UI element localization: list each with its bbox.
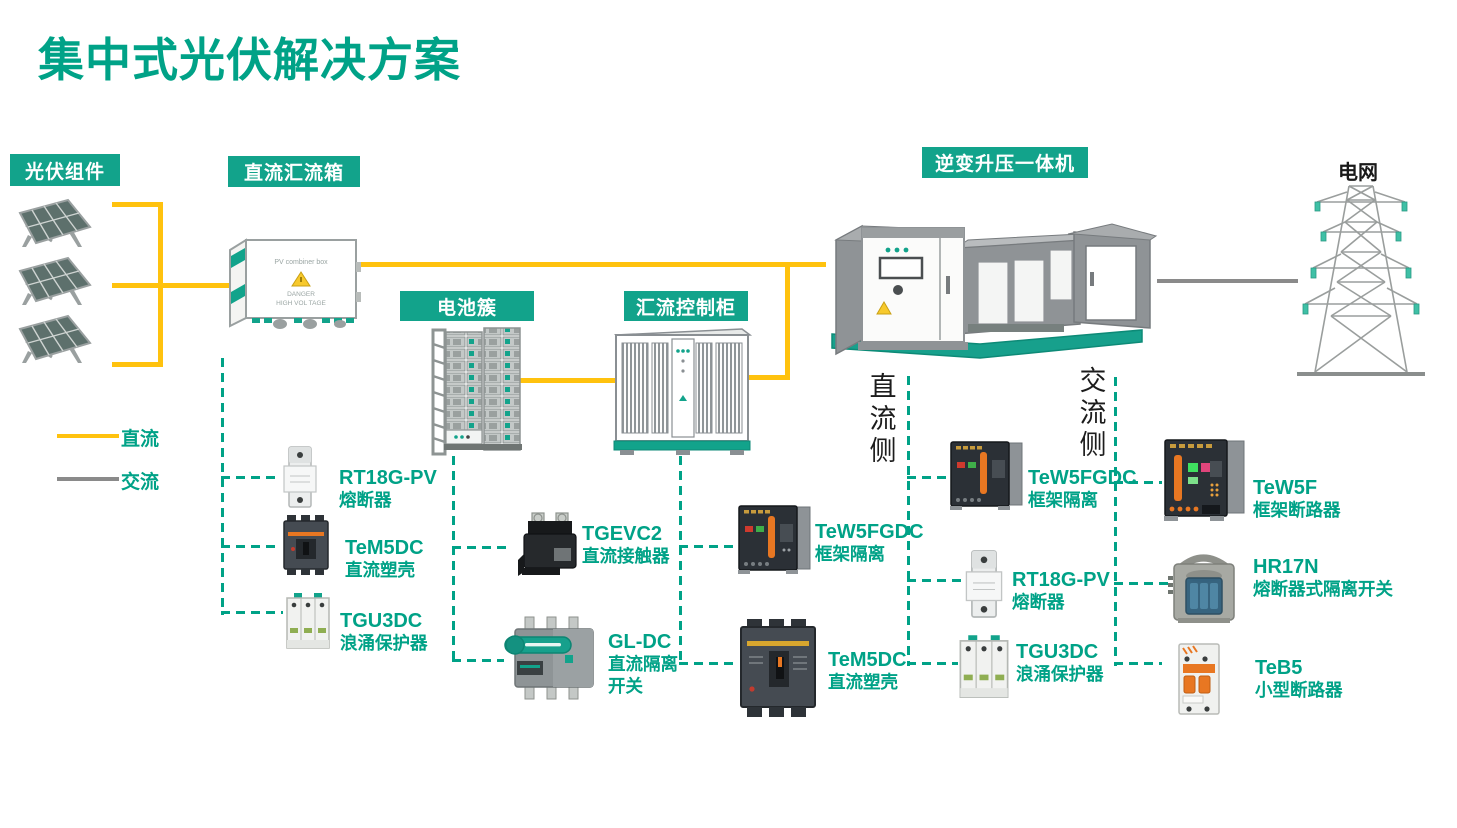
stage-chip-dc-combiner: 直流汇流箱 (228, 156, 360, 187)
stage-label-grid: 电网 (1338, 162, 1378, 184)
connector-colA-vertical (221, 358, 224, 615)
connector-colB-stub2 (452, 659, 504, 662)
stage-chip-control-cabinet: 汇流控制柜 (624, 291, 748, 321)
dc-line-panel3 (112, 362, 163, 367)
dc-line-cabinet-out (748, 375, 790, 380)
legend-ac-label: 交流 (121, 472, 160, 493)
component-label: TGU3DC 浪涌保护器 (340, 610, 428, 654)
connector-colB-stub1 (452, 546, 508, 549)
legend-dc-line (57, 434, 119, 438)
dc-line-panel1 (112, 202, 163, 207)
dc-line-battery-to-cabinet (518, 378, 618, 383)
connector-colD-stub2 (907, 579, 962, 582)
component-label: RT18G-PV 熔断器 (339, 467, 437, 511)
legend-ac-line (57, 477, 119, 481)
connector-colD-stub3 (907, 662, 958, 665)
dc-bus-vertical (158, 202, 163, 367)
control-cabinet-illustration (613, 328, 753, 455)
component-label: TGEVC2 直流接触器 (582, 523, 670, 567)
connector-colA-stub1 (221, 476, 279, 479)
stage-chip-pv-modules: 光伏组件 (10, 154, 120, 186)
connector-colA-stub3 (221, 611, 283, 614)
fuse-rt18g-illustration (965, 550, 1003, 618)
page-title: 集中式光伏解决方案 (38, 34, 461, 86)
fuse-rt18g-illustration (283, 446, 317, 508)
connector-colA-stub2 (221, 545, 279, 548)
component-label: TGU3DC 浪涌保护器 (1016, 641, 1104, 685)
solar-panel-illustration (18, 256, 92, 305)
dc-side-label: 直流侧 (869, 372, 897, 467)
mcb-teb5-illustration (1178, 643, 1220, 715)
pv-combiner-box-illustration: PV combiner box DANGER HIGH VOL TAGE (229, 238, 361, 329)
stage-chip-battery-cluster: 电池簇 (400, 291, 534, 321)
inverter-booster-illustration (831, 223, 1158, 359)
connector-colC-vertical (679, 456, 682, 665)
component-label: GL-DC 直流隔离开关 (608, 631, 678, 696)
component-label: TeM5DC 直流塑壳 (828, 649, 907, 693)
connector-colC-stub1 (679, 545, 737, 548)
component-label: TeW5FGDC 框架隔离 (815, 521, 924, 565)
component-label: RT18G-PV 熔断器 (1012, 569, 1110, 613)
connector-colE-stub3 (1114, 662, 1162, 665)
contactor-tgevc2-illustration (518, 512, 577, 576)
acb-tew5f-illustration (1164, 439, 1245, 521)
acb-tew5fgdc-illustration (738, 505, 811, 574)
connector-colD-vertical (907, 376, 910, 666)
component-label: TeM5DC 直流塑壳 (345, 537, 424, 581)
solar-panel-illustration (18, 198, 92, 247)
connector-colE-stub1 (1114, 481, 1162, 484)
battery-cluster-illustration (431, 327, 522, 456)
dc-line-panel2 (112, 283, 230, 288)
acb-tew5fgdc-illustration (950, 441, 1023, 510)
mccb-tem5dc-illustration (283, 515, 329, 575)
solar-panel-illustration (18, 314, 92, 363)
dc-line-riser (785, 262, 790, 380)
component-label: TeW5F 框架断路器 (1253, 477, 1341, 521)
connector-colE-stub2 (1114, 582, 1172, 585)
dc-line-combiner-to-inverter (348, 262, 826, 267)
fuse-switch-hr17n-illustration (1168, 554, 1235, 623)
svg-text:PV combiner box: PV combiner box (274, 259, 328, 266)
component-label: TeB5 小型断路器 (1255, 657, 1343, 701)
transmission-tower-illustration (1297, 185, 1425, 376)
ac-side-label: 交流侧 (1079, 366, 1107, 461)
svg-text:HIGH VOL TAGE: HIGH VOL TAGE (276, 300, 326, 307)
svg-text:DANGER: DANGER (287, 291, 315, 298)
component-label: TeW5FGDC 框架隔离 (1028, 467, 1137, 511)
isolator-gldc-illustration (504, 616, 594, 700)
connector-colE-vertical (1114, 377, 1117, 666)
spd-tgu3dc-illustration (286, 593, 330, 649)
stage-chip-inverter-unit: 逆变升压一体机 (922, 147, 1088, 178)
connector-colB-vertical (452, 456, 455, 662)
ac-line-inverter-to-grid (1157, 279, 1298, 283)
mccb-tem5dc-illustration (740, 619, 816, 717)
connector-colC-stub2 (679, 662, 735, 665)
spd-tgu3dc-illustration (959, 635, 1009, 698)
legend-dc-label: 直流 (121, 429, 160, 450)
connector-colD-stub1 (907, 476, 949, 479)
component-label: HR17N 熔断器式隔离开关 (1253, 556, 1393, 600)
